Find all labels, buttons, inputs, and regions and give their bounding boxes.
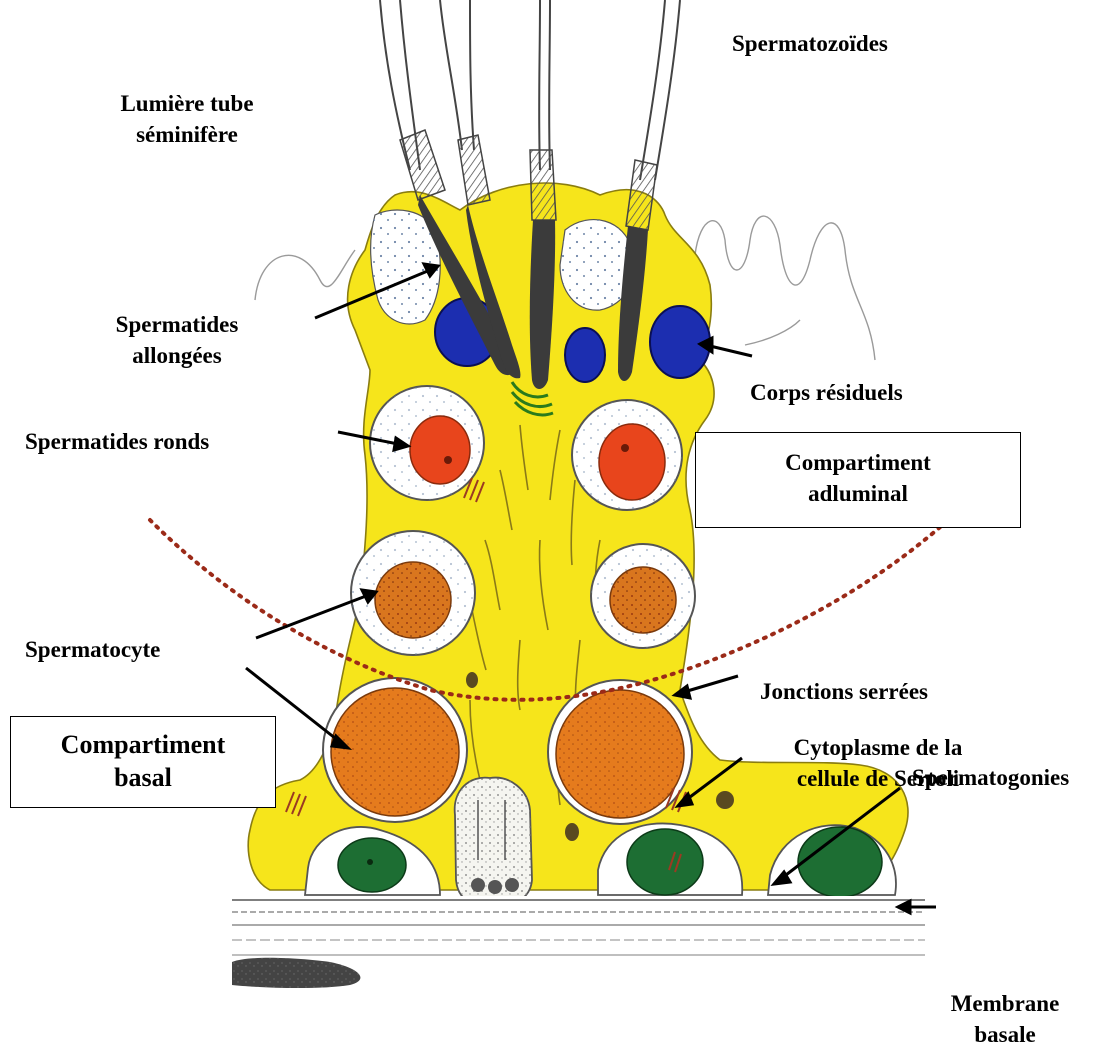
label-cyto-line1: Cytoplasme de la <box>748 732 1008 763</box>
box-basal-line1: Compartiment <box>11 728 275 761</box>
label-membrane-line2: basale <box>930 1019 1080 1050</box>
basal-membrane <box>232 896 925 988</box>
label-lumiere-tube: Lumière tube séminifère <box>82 88 292 150</box>
label-corps-residuels: Corps résiduels <box>750 377 903 408</box>
label-sp-allongees-line2: allongées <box>72 340 282 371</box>
primary-spermatocyte-right <box>548 680 692 824</box>
label-spermatocyte: Spermatocyte <box>25 634 160 665</box>
box-basal-line2: basal <box>11 761 275 794</box>
label-membrane-line1: Membrane <box>930 988 1080 1019</box>
label-jonctions-serrees: Jonctions serrées <box>760 676 928 707</box>
spermatocyte-right <box>591 544 695 648</box>
primary-spermatocyte-left <box>323 678 467 822</box>
label-spermatides-allongees: Spermatides allongées <box>72 309 282 371</box>
round-spermatid-right <box>572 400 682 510</box>
sertoli-nucleus <box>455 778 532 905</box>
label-lumiere-line1: Lumière tube <box>82 88 292 119</box>
label-spermatozoides: Spermatozoïdes <box>732 28 888 59</box>
label-lumiere-line2: séminifère <box>82 119 292 150</box>
label-spermatides-ronds: Spermatides ronds <box>25 426 209 457</box>
box-adluminal-line1: Compartiment <box>696 447 1020 478</box>
label-membrane-basale: Membrane basale <box>930 988 1080 1050</box>
label-spermatogonies: Spermatogonies <box>912 762 1069 793</box>
box-compartiment-basal: Compartiment basal <box>10 716 276 808</box>
box-adluminal-line2: adluminal <box>696 478 1020 509</box>
box-compartiment-adluminal: Compartiment adluminal <box>695 432 1021 528</box>
label-sp-allongees-line1: Spermatides <box>72 309 282 340</box>
